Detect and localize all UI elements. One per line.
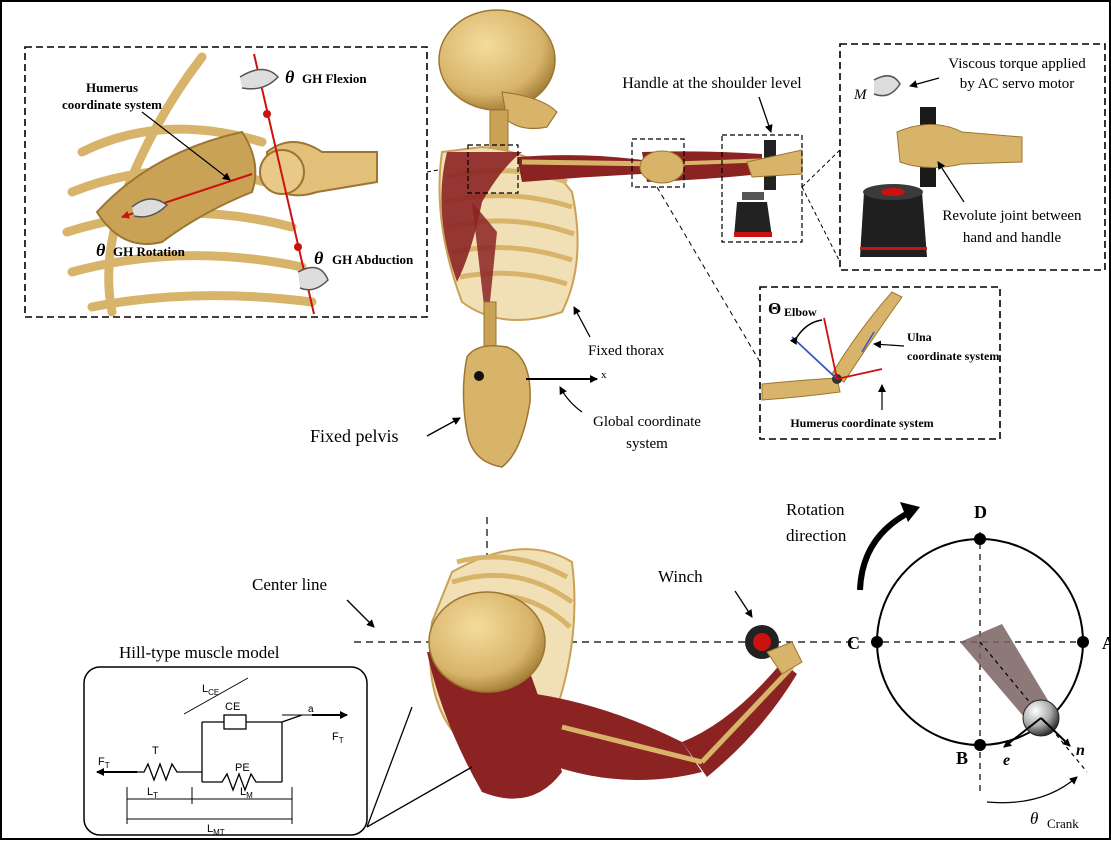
rotation-label: GH Rotation <box>113 244 186 259</box>
axis-node-bottom <box>294 243 302 251</box>
shoulder-inset: Humerus coordinate system θ GH Flexion θ… <box>25 47 427 317</box>
point-C <box>871 636 883 648</box>
humerus-cs-label-2: coordinate system <box>62 97 162 112</box>
skull-drawing <box>439 10 555 110</box>
elbow-theta: Θ <box>768 299 781 318</box>
hill-pointer-2 <box>367 767 472 827</box>
winch-pointer <box>735 591 752 617</box>
elbow-drawing <box>640 151 684 183</box>
viscous-label-2: by AC servo motor <box>960 76 1075 92</box>
motor-inset-connector-1 <box>802 150 840 187</box>
flexion-label: GH Flexion <box>302 71 367 86</box>
point-A <box>1077 636 1089 648</box>
rotation-label-1: Rotation <box>786 500 845 519</box>
label-D: D <box>974 502 987 522</box>
point-B <box>974 739 986 751</box>
elbow-label: Elbow <box>784 305 817 319</box>
hill-PE-label: PE <box>235 762 250 774</box>
humerus-cs-label-1: Humerus <box>86 80 138 95</box>
hill-T-label: T <box>152 745 159 757</box>
global-cs-label-2: system <box>626 436 668 452</box>
upper-arm-drawing <box>517 155 642 182</box>
jaw-drawing <box>502 92 557 128</box>
ulna-label-2: coordinate system <box>907 349 999 363</box>
winch-body-drawing <box>734 202 772 237</box>
abduction-label: GH Abduction <box>332 252 414 267</box>
torque-M-label: M <box>853 87 868 103</box>
label-e: e <box>1003 752 1010 769</box>
winch-top-drawing <box>742 192 764 200</box>
fixed-thorax-label: Fixed thorax <box>588 343 665 359</box>
motor-inset: M Viscous torque applied by AC servo mot… <box>840 44 1105 270</box>
handle-pointer <box>759 97 771 132</box>
winch-label: Winch <box>658 567 703 586</box>
hill-CE-label: CE <box>225 701 240 713</box>
topview-body-drawing <box>427 549 802 799</box>
motor-red-band-drawing <box>860 247 927 250</box>
pelvis-drawing <box>464 346 531 467</box>
label-C: C <box>847 633 860 653</box>
flexion-theta: θ <box>285 67 295 87</box>
fixed-pelvis-label: Fixed pelvis <box>310 426 399 446</box>
rotation-theta: θ <box>96 240 106 260</box>
handle-label: Handle at the shoulder level <box>622 75 802 92</box>
topview-forearm-bone <box>702 667 792 762</box>
winch-ring-drawing <box>734 232 772 237</box>
rotation-label-2: direction <box>786 526 847 545</box>
ulna-label-1: Ulna <box>907 330 932 344</box>
revolute-label-1: Revolute joint between <box>942 208 1082 224</box>
global-cs-pointer <box>560 387 582 412</box>
elbow-inset: Θ Elbow Ulna coordinate system Humerus c… <box>760 287 1000 439</box>
center-line-label: Center line <box>252 575 327 594</box>
hill-title: Hill-type muscle model <box>119 643 280 662</box>
winch-center-drawing <box>753 633 771 651</box>
revolute-label-2: hand and handle <box>963 230 1062 246</box>
point-D <box>974 533 986 545</box>
topview-skull-drawing <box>429 592 545 692</box>
global-x-label: x <box>601 369 607 381</box>
ce-element <box>224 715 246 729</box>
crank-diagram: D B C A e n θ Crank Rotation direction <box>786 500 1111 831</box>
abduction-theta: θ <box>314 248 324 268</box>
crank-theta: θ <box>1030 809 1038 828</box>
crank-angle-label: Crank <box>1047 816 1079 831</box>
crank-angle-arc <box>987 777 1077 803</box>
motor-red-cap-drawing <box>881 188 905 196</box>
humerus-cs-elbow-label: Humerus coordinate system <box>790 416 933 430</box>
hill-model-box: FT FT T CE PE a LCE LT LM LMT <box>84 667 367 837</box>
center-line-pointer <box>347 600 374 627</box>
fixed-pelvis-pointer <box>427 418 460 436</box>
fixed-thorax-pointer <box>574 307 590 337</box>
axis-node-top <box>263 110 271 118</box>
global-cs-label-1: Global coordinate <box>593 414 701 430</box>
motor-inset-connector-2 <box>802 187 840 262</box>
rotation-direction-arc <box>860 512 910 590</box>
hill-pointer-1 <box>367 707 412 827</box>
hill-model-frame <box>84 667 367 835</box>
global-origin-dot <box>474 371 484 381</box>
label-A: A <box>1102 633 1111 653</box>
viscous-label-1: Viscous torque applied <box>948 56 1086 72</box>
label-n: n <box>1076 742 1085 759</box>
label-B: B <box>956 748 968 768</box>
hill-a-label: a <box>308 704 314 715</box>
